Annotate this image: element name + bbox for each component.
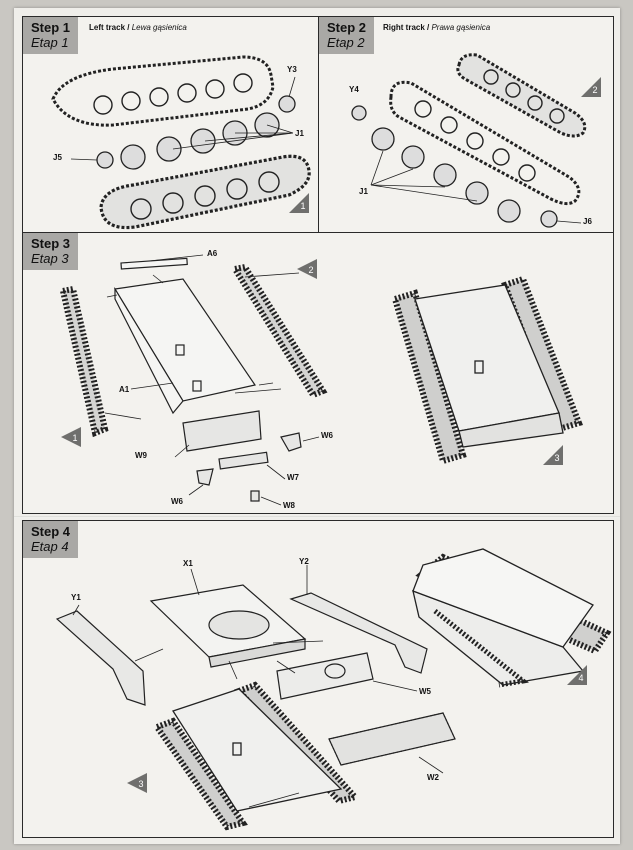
step-4-badge-output: 4 [567, 665, 587, 685]
badge-in-1-number: 1 [72, 433, 77, 443]
upper-hull-x1 [149, 584, 307, 668]
left-track-completed [99, 154, 311, 230]
step-4-drawing: 3 4 [55, 548, 612, 831]
step-1-title: Step 1 [31, 20, 71, 35]
caption-en: Right track [383, 23, 425, 32]
badge-in-number: 3 [138, 779, 143, 789]
instruction-sheet: Step 1 Etap 1 Left track / Lewa gąsienic… [14, 8, 620, 844]
road-wheel-row [351, 105, 558, 228]
step-2-subtitle: Etap 2 [327, 35, 365, 50]
label-y3: Y3 [287, 65, 297, 74]
badge-out-number: 3 [554, 453, 559, 463]
step-2-drawing: 2 [351, 53, 601, 228]
assembled-tank [412, 548, 612, 688]
label-w6-left: W6 [171, 497, 183, 506]
step-1-drawing: 1 [51, 55, 311, 230]
label-w5: W5 [419, 687, 431, 696]
rear-plate-w5 [276, 652, 374, 700]
lower-hull-assembly [152, 681, 361, 831]
right-track-assembly [389, 80, 581, 206]
badge-in-2-number: 2 [308, 265, 313, 275]
hull-floor-a1 [114, 257, 256, 415]
step-4-header: Step 4 Etap 4 [23, 521, 79, 558]
paper-fold [14, 516, 620, 518]
step-3-badge-input-1: 1 [61, 427, 81, 447]
step-3-badge-input-2: 2 [297, 259, 317, 279]
step-1-header: Step 1 Etap 1 [23, 17, 79, 54]
step-3-title: Step 3 [31, 236, 71, 251]
step-3-subtitle: Etap 3 [31, 251, 69, 266]
caption-pl: Prawa gąsienica [431, 23, 491, 32]
road-wheel-row [96, 95, 296, 170]
step-1-badge: 1 [289, 193, 309, 213]
badge-out-number: 4 [578, 673, 583, 683]
step-3-badge-output: 3 [543, 445, 563, 465]
step-2-caption: Right track / Prawa gąsienica [383, 23, 490, 32]
fender-y2 [289, 592, 428, 674]
step-2-badge: 2 [581, 77, 601, 97]
label-w9: W9 [135, 451, 147, 460]
label-y1: Y1 [71, 593, 81, 602]
caption-pl: Lewa gąsienica [131, 23, 187, 32]
assembled-hull [391, 275, 583, 465]
step-4-badge-input: 3 [127, 773, 147, 793]
step-1-panel: Step 1 Etap 1 Left track / Lewa gąsienic… [22, 16, 320, 234]
step-4-panel: Step 4 Etap 4 [22, 520, 614, 838]
rear-plate-parts [182, 410, 302, 502]
right-track-completed [456, 53, 587, 138]
left-track-assembly [51, 55, 275, 127]
label-j5: J5 [53, 153, 62, 162]
caption-sep: / [125, 23, 132, 32]
label-a6: A6 [207, 249, 218, 258]
step-2-title: Step 2 [327, 20, 367, 35]
step-3-drawing: 1 2 3 [59, 254, 583, 506]
label-j1: J1 [295, 129, 304, 138]
caption-sep: / [424, 23, 432, 32]
label-y4: Y4 [349, 85, 359, 94]
fender-y1 [55, 610, 146, 706]
right-track-part [230, 263, 328, 399]
left-track-part [59, 285, 109, 438]
label-w2: W2 [427, 773, 439, 782]
step-2-badge-number: 2 [592, 85, 597, 95]
leader-lines [70, 76, 296, 161]
label-w6-right: W6 [321, 431, 333, 440]
step-1-badge-number: 1 [300, 201, 305, 211]
label-j1: J1 [359, 187, 368, 196]
step-2-header: Step 2 Etap 2 [319, 17, 375, 54]
label-w8: W8 [283, 501, 295, 510]
engine-deck-w2 [328, 712, 456, 766]
step-2-panel: Step 2 Etap 2 Right track / Prawa gąsien… [318, 16, 614, 234]
label-j6: J6 [583, 217, 592, 226]
step-3-panel: Step 3 Etap 3 [22, 232, 614, 514]
label-w7: W7 [287, 473, 299, 482]
step-4-title: Step 4 [31, 524, 71, 539]
label-y2: Y2 [299, 557, 309, 566]
caption-en: Left track [89, 23, 126, 32]
leader-lines [72, 565, 444, 808]
step-1-caption: Left track / Lewa gąsienica [89, 23, 187, 32]
step-1-subtitle: Etap 1 [31, 35, 69, 50]
leader-lines [104, 254, 320, 506]
label-a1: A1 [119, 385, 130, 394]
label-x1: X1 [183, 559, 193, 568]
step-3-header: Step 3 Etap 3 [23, 233, 79, 270]
leader-lines [370, 150, 582, 224]
step-4-subtitle: Etap 4 [31, 539, 69, 554]
